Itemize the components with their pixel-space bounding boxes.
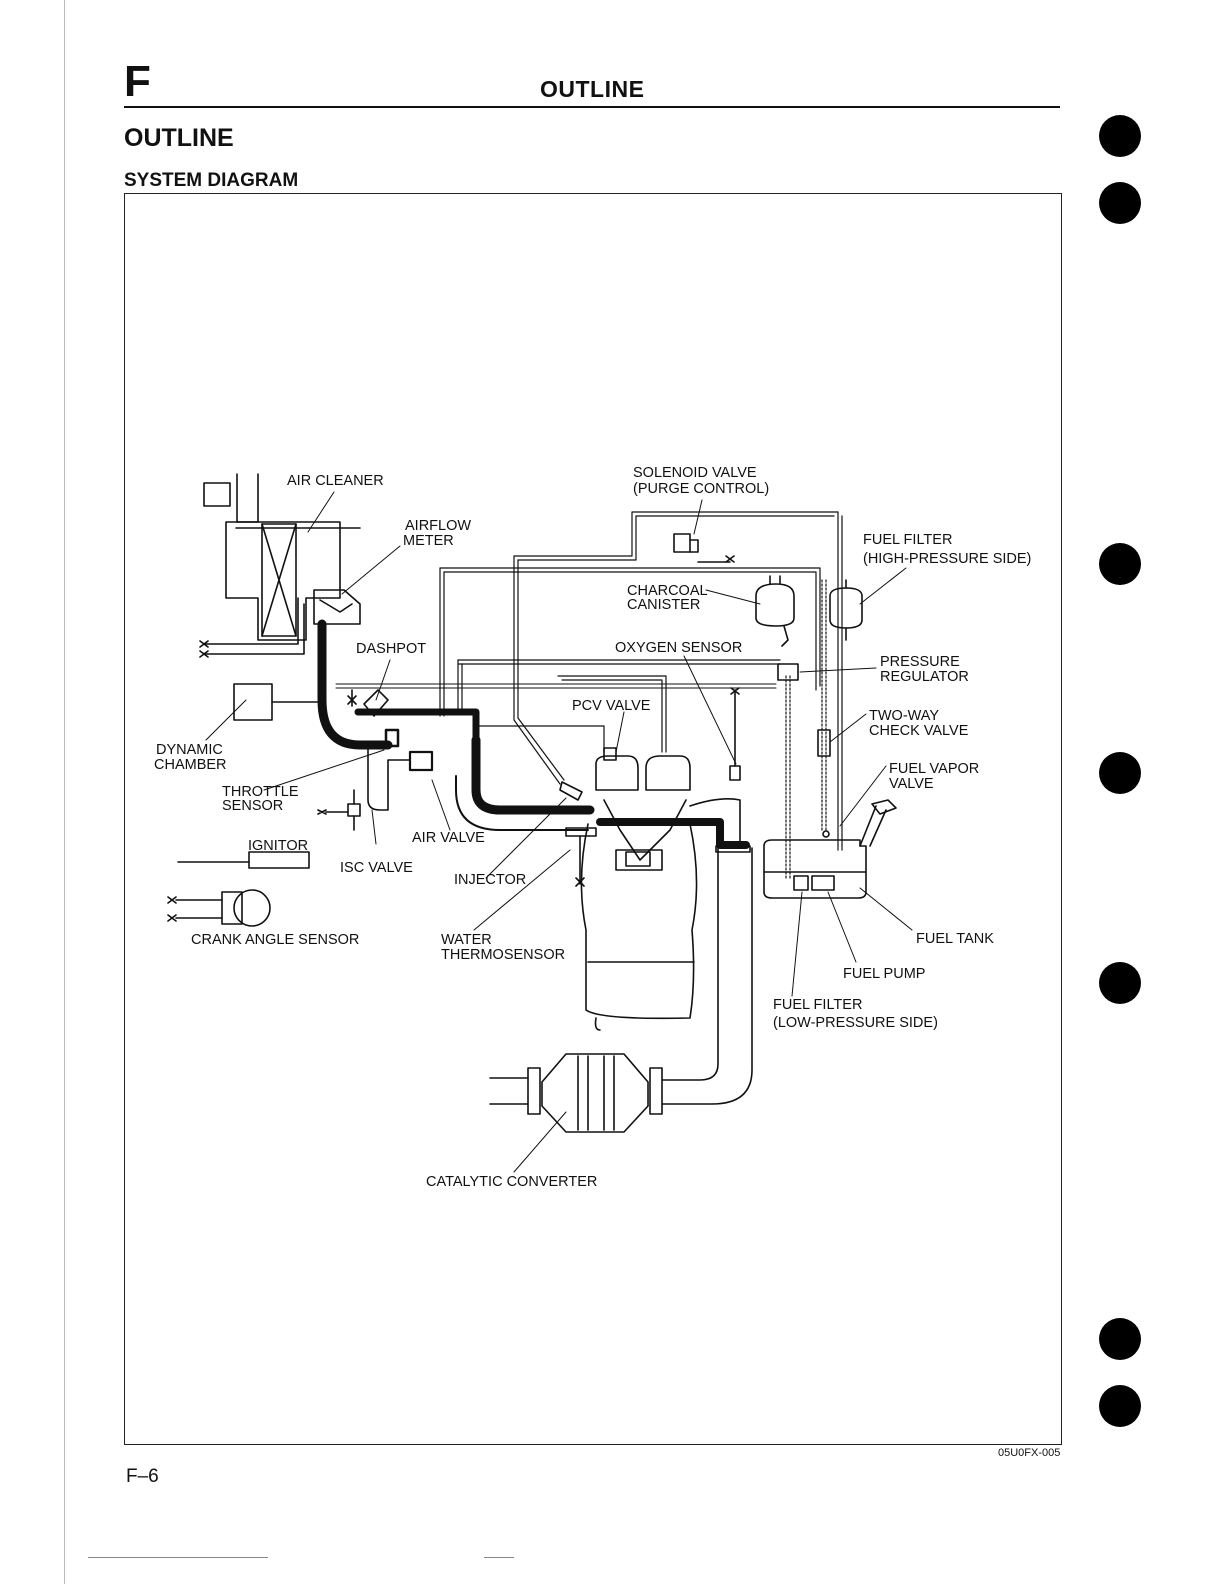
fuel-pump [793,875,835,891]
label-charcoal-canister-2: CANISTER [627,597,700,613]
label-crank-angle-sensor: CRANK ANGLE SENSOR [191,932,359,948]
punch-hole [1099,752,1141,794]
label-fuel-vapor-valve-2: VALVE [889,776,934,792]
label-pcv-valve: PCV VALVE [572,698,651,714]
label-solenoid-valve-1: SOLENOID VALVE [633,465,757,481]
injector [559,781,583,801]
fuel-tank [763,799,897,899]
label-fuel-vapor-valve-1: FUEL VAPOR [889,761,979,777]
page-heading: OUTLINE [124,124,234,152]
airflow-meter [313,589,361,625]
label-injector: INJECTOR [454,872,526,888]
label-charcoal-canister-1: CHARCOAL [627,583,708,599]
pcv-valve [603,747,617,761]
label-two-way-check-valve-1: TWO-WAY [869,708,939,724]
punch-hole [1099,962,1141,1004]
label-pressure-regulator-1: PRESSURE [880,654,960,670]
label-fuel-pump: FUEL PUMP [843,966,925,982]
punch-hole [1099,182,1141,224]
two-way-check-valve [817,729,831,757]
dashpot [347,689,389,717]
punch-hole [1099,1385,1141,1427]
label-airflow-meter-1: AIRFLOW [405,518,471,534]
label-fuel-tank: FUEL TANK [916,931,994,947]
engine [580,755,698,1031]
fuel-vapor-valve [822,830,830,838]
label-isc-valve: ISC VALVE [340,860,413,876]
header-title: OUTLINE [540,76,645,102]
catalytic-converter [489,1053,663,1133]
label-throttle-sensor-2: SENSOR [222,798,283,814]
punch-hole [1099,1318,1141,1360]
label-solenoid-valve-2: (PURGE CONTROL) [633,481,769,497]
label-catalytic-converter: CATALYTIC CONVERTER [426,1174,597,1190]
label-two-way-check-valve-2: CHECK VALVE [869,723,969,739]
fuel-filter-high-pressure [829,579,863,641]
label-fuel-filter-lp-1: FUEL FILTER [773,997,862,1013]
leader-lines [205,491,913,1173]
label-oxygen-sensor: OXYGEN SENSOR [615,640,742,656]
sub-heading: SYSTEM DIAGRAM [124,170,299,191]
pressure-regulator [777,663,799,681]
air-cleaner [203,473,361,641]
section-letter: F [124,57,151,106]
figure-code: 05U0FX-005 [998,1447,1061,1459]
sensor-connector-marks [199,640,209,658]
label-pressure-regulator-2: REGULATOR [880,669,969,685]
footer-mark [484,1557,514,1558]
header-rule [124,106,1060,108]
label-dynamic-chamber-2: CHAMBER [154,757,227,773]
label-air-cleaner: AIR CLEANER [287,473,384,489]
solenoid-valve-purge-control [673,533,735,563]
binding-margin-line [64,0,66,1584]
ignitor [248,851,310,869]
page-number: F–6 [126,1466,159,1487]
label-fuel-filter-lp-2: (LOW-PRESSURE SIDE) [773,1015,938,1031]
label-dynamic-chamber-1: DYNAMIC [156,742,223,758]
crank-angle-sensor [167,889,271,927]
diagram-frame [124,193,1062,1445]
punch-hole [1099,115,1141,157]
label-fuel-filter-hp-1: FUEL FILTER [863,532,952,548]
label-airflow-meter-2: METER [403,533,454,549]
label-air-valve: AIR VALVE [412,830,485,846]
dynamic-chamber [233,683,323,721]
charcoal-canister [755,575,795,647]
label-dashpot: DASHPOT [356,641,426,657]
label-ignitor: IGNITOR [248,838,308,854]
label-fuel-filter-hp-2: (HIGH-PRESSURE SIDE) [863,551,1031,567]
oxygen-sensor [729,765,741,781]
label-throttle-sensor-1: THROTTLE [222,784,299,800]
label-water-thermosensor-1: WATER [441,932,492,948]
punch-hole [1099,543,1141,585]
label-water-thermosensor-2: THERMOSENSOR [441,947,565,963]
footer-mark [88,1557,268,1558]
